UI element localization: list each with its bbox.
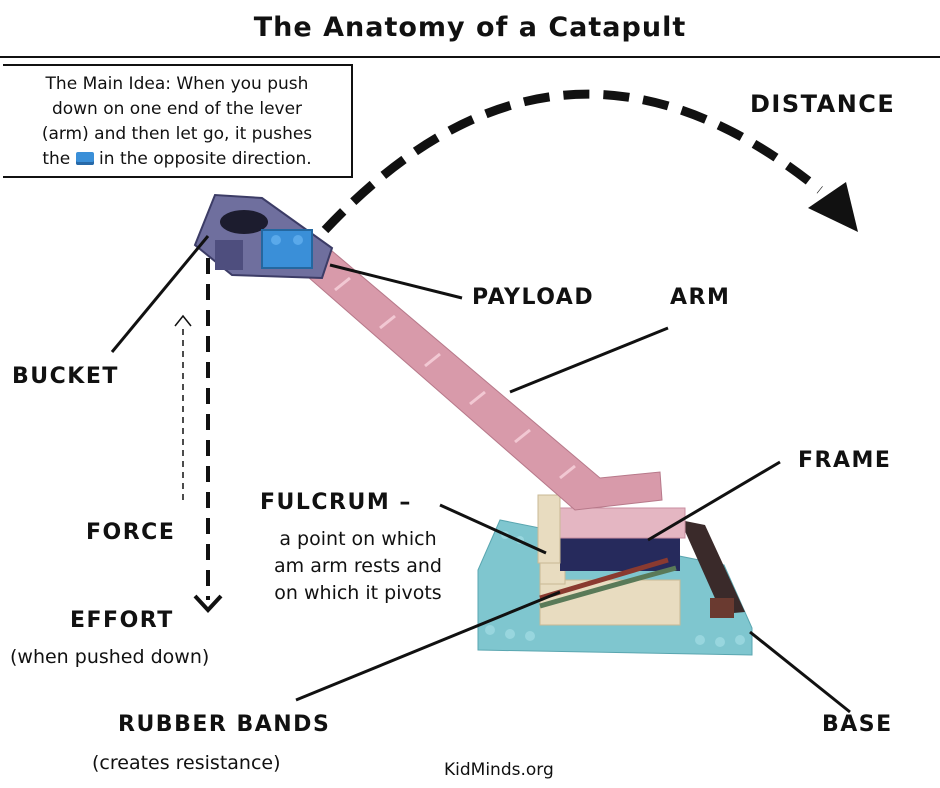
bucket-pointer xyxy=(110,235,210,353)
base-side-rail xyxy=(680,520,745,618)
payload-brick xyxy=(261,229,313,269)
main-idea-line-4-start: the xyxy=(42,149,71,169)
arm-pointer xyxy=(509,326,669,394)
rubber-bands-note: (creates resistance) xyxy=(92,752,281,774)
arm-label: ARM xyxy=(670,285,731,310)
base-pointer xyxy=(749,630,851,714)
lego-brick-icon xyxy=(75,152,94,165)
rubber-bands-pointer xyxy=(295,590,561,702)
force-arrowhead xyxy=(174,314,192,327)
main-idea-line-1: The Main Idea: When you push xyxy=(45,74,309,94)
effort-arrowhead xyxy=(193,594,223,613)
credit-text: KidMinds.org xyxy=(444,760,554,780)
fulcrum-line-3: on which it pivots xyxy=(274,582,442,604)
fulcrum-line-1: a point on which xyxy=(279,528,437,550)
force-label: FORCE xyxy=(86,520,176,545)
payload-label: PAYLOAD xyxy=(472,285,595,310)
main-idea-line-3: (arm) and then let go, it pushes xyxy=(41,124,313,144)
main-idea-box: The Main Idea: When you push down on one… xyxy=(3,64,353,178)
fulcrum-pointer xyxy=(439,503,547,555)
distance-arc xyxy=(321,89,823,234)
bucket-label: BUCKET xyxy=(12,364,119,389)
effort-label: EFFORT xyxy=(70,608,174,633)
rubber-bands-label: RUBBER BANDS xyxy=(118,712,331,737)
main-idea-line-4-end: in the opposite direction. xyxy=(99,149,312,169)
frame-pointer xyxy=(647,460,781,542)
frame-label: FRAME xyxy=(798,448,892,473)
title-divider xyxy=(0,56,940,58)
main-idea-line-4: the in the opposite direction. xyxy=(13,147,341,172)
distance-label: DISTANCE xyxy=(750,90,896,118)
distance-arrowhead xyxy=(808,182,858,232)
frame-stack xyxy=(537,494,686,626)
effort-note: (when pushed down) xyxy=(10,646,210,668)
payload-pointer xyxy=(329,263,463,300)
main-idea-line-2: down on one end of the lever xyxy=(51,99,303,119)
base-label: BASE xyxy=(822,712,893,737)
fulcrum-line-2: am arm rests and xyxy=(274,555,442,577)
fulcrum-description: a point on which am arm rests and on whi… xyxy=(248,526,468,607)
fulcrum-label: FULCRUM – xyxy=(260,490,412,515)
page-title: The Anatomy of a Catapult xyxy=(253,12,687,43)
